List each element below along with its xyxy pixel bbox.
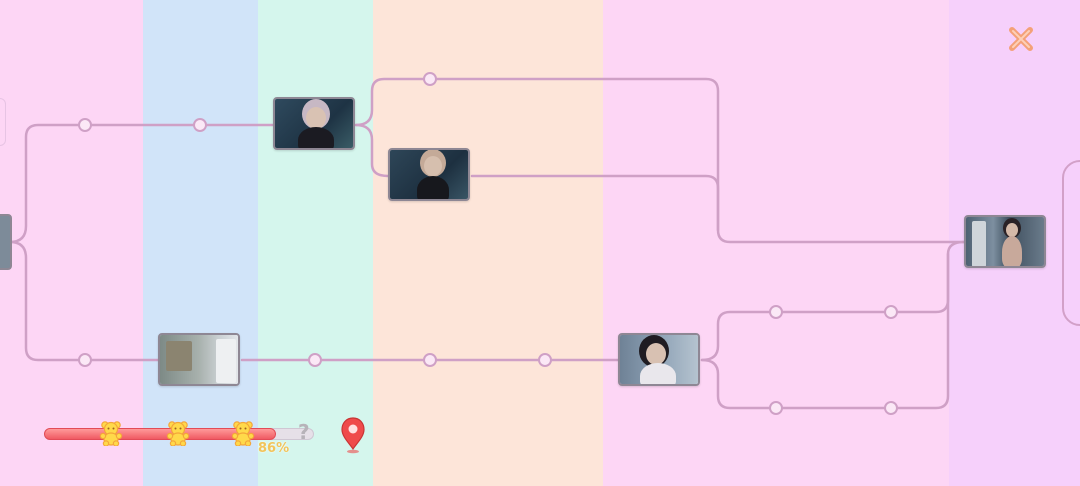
- path-point: [78, 353, 92, 367]
- teddy-bear-icon: [166, 421, 190, 446]
- unknown-reward-marker: ?: [298, 420, 310, 444]
- character-body: [417, 176, 449, 199]
- path-point: [308, 353, 322, 367]
- path-point: [423, 72, 437, 86]
- path-point: [769, 305, 783, 319]
- path-point: [884, 401, 898, 415]
- room-door: [972, 221, 986, 266]
- room-shelf: [166, 341, 192, 371]
- story-node-2[interactable]: [388, 148, 470, 201]
- story-node-offscreen-left[interactable]: [0, 214, 12, 270]
- story-node-5[interactable]: [964, 215, 1046, 268]
- character-head: [424, 156, 442, 176]
- progress-percent-label: 86%: [258, 441, 290, 456]
- character-head: [1006, 223, 1018, 237]
- path-point: [769, 401, 783, 415]
- close-x-icon[interactable]: [1006, 24, 1036, 54]
- character-head: [306, 107, 326, 129]
- character-body: [640, 363, 676, 384]
- completion-progress-bar: [44, 421, 314, 446]
- path-point: [884, 305, 898, 319]
- teddy-bear-icon: [99, 421, 123, 446]
- band-mint: [258, 0, 373, 486]
- room-door: [216, 339, 236, 383]
- story-node-offscreen-right[interactable]: [1062, 160, 1080, 326]
- band-pink-left: [0, 0, 143, 486]
- band-blue: [143, 0, 258, 486]
- character-body: [1002, 236, 1022, 266]
- story-node-1[interactable]: [273, 97, 355, 150]
- band-peach: [373, 0, 603, 486]
- teddy-bear-icon: [231, 421, 255, 446]
- character-body: [298, 127, 334, 148]
- map-pin-icon[interactable]: [340, 416, 366, 454]
- path-point: [538, 353, 552, 367]
- path-point: [78, 118, 92, 132]
- story-node-3[interactable]: [158, 333, 240, 386]
- character-head: [646, 343, 666, 365]
- story-node-4[interactable]: [618, 333, 700, 386]
- path-point: [423, 353, 437, 367]
- path-point: [193, 118, 207, 132]
